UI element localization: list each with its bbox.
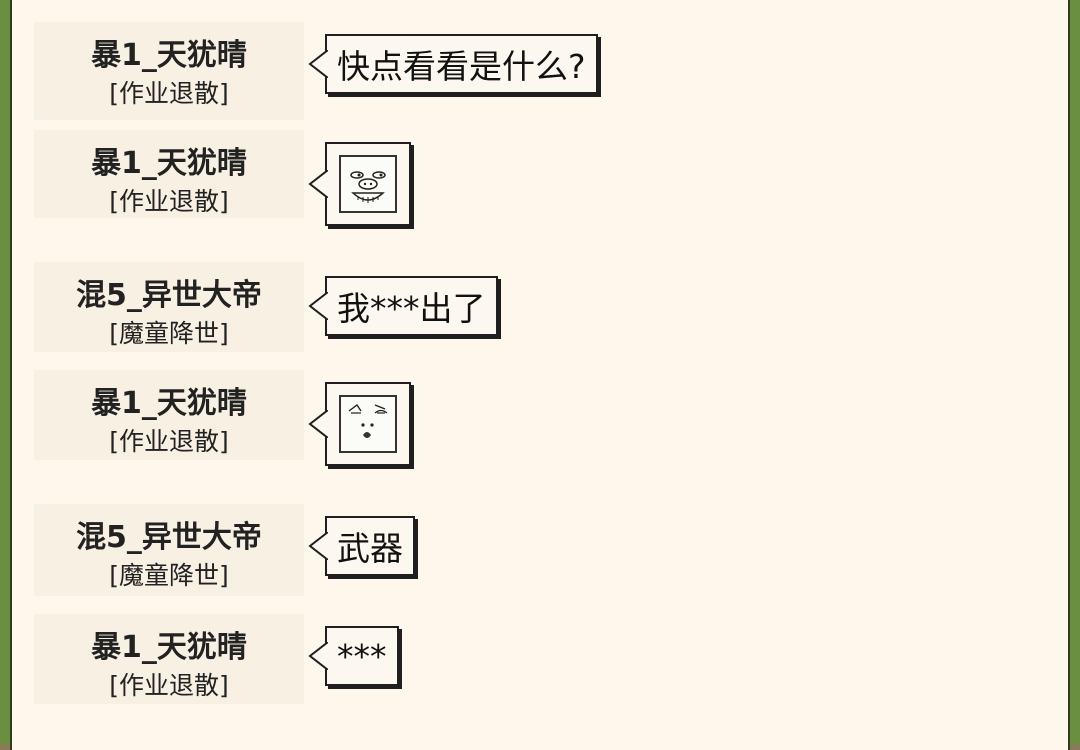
bubble-tail-icon bbox=[308, 642, 328, 670]
surprised-face-sticker-icon[interactable] bbox=[339, 395, 397, 453]
sender-name: 混5_异世大帝 bbox=[76, 520, 262, 555]
sender-name: 暴1_天犹晴 bbox=[91, 630, 247, 665]
sender-title: [作业退散] bbox=[109, 671, 229, 700]
sender-title: [作业退散] bbox=[109, 427, 229, 456]
message-bubble[interactable] bbox=[308, 142, 411, 226]
sender-name: 混5_异世大帝 bbox=[76, 278, 262, 313]
bubble-tail-icon bbox=[308, 170, 328, 198]
chat-message: 混5_异世大帝 [魔童降世] 我***出了 bbox=[12, 262, 712, 352]
chat-message: 暴1_天犹晴 [作业退散] bbox=[12, 370, 712, 466]
message-text: 快点看看是什么? bbox=[337, 47, 586, 86]
sender-info[interactable]: 混5_异世大帝 [魔童降世] bbox=[34, 504, 304, 596]
window-left-border bbox=[0, 0, 10, 744]
pig-laughing-sticker-icon[interactable] bbox=[339, 155, 397, 213]
window-right-border bbox=[1070, 0, 1080, 744]
chat-message: 暴1_天犹晴 [作业退散] bbox=[12, 130, 712, 226]
bubble-tail-icon bbox=[308, 532, 328, 560]
sender-info[interactable]: 暴1_天犹晴 [作业退散] bbox=[34, 370, 304, 460]
sender-info[interactable]: 混5_异世大帝 [魔童降世] bbox=[34, 262, 304, 352]
message-text: *** bbox=[337, 636, 387, 676]
message-text: 我***出了 bbox=[337, 289, 486, 328]
chat-message: 暴1_天犹晴 [作业退散] *** bbox=[12, 614, 712, 704]
sender-info[interactable]: 暴1_天犹晴 [作业退散] bbox=[34, 614, 304, 704]
chat-panel[interactable]: 暴1_天犹晴 [作业退散] 快点看看是什么? 暴1_天犹晴 [作业退散] bbox=[10, 0, 1070, 750]
sender-name: 暴1_天犹晴 bbox=[91, 146, 247, 181]
chat-message: 混5_异世大帝 [魔童降世] 武器 bbox=[12, 504, 712, 596]
bubble-tail-icon bbox=[308, 50, 328, 78]
chat-message: 暴1_天犹晴 [作业退散] 快点看看是什么? bbox=[12, 22, 712, 120]
message-bubble[interactable]: 武器 bbox=[308, 516, 415, 576]
message-bubble[interactable]: *** bbox=[308, 626, 399, 686]
sender-info[interactable]: 暴1_天犹晴 [作业退散] bbox=[34, 130, 304, 218]
bubble-tail-icon bbox=[308, 410, 328, 438]
sender-title: [魔童降世] bbox=[109, 319, 229, 348]
sender-info[interactable]: 暴1_天犹晴 [作业退散] bbox=[34, 22, 304, 120]
message-bubble[interactable]: 我***出了 bbox=[308, 276, 498, 336]
sender-name: 暴1_天犹晴 bbox=[91, 38, 247, 73]
message-bubble[interactable] bbox=[308, 382, 411, 466]
sender-title: [作业退散] bbox=[109, 79, 229, 108]
message-text: 武器 bbox=[337, 529, 403, 568]
bubble-tail-icon bbox=[308, 292, 328, 320]
sender-title: [魔童降世] bbox=[109, 561, 229, 590]
sender-name: 暴1_天犹晴 bbox=[91, 386, 247, 421]
message-bubble[interactable]: 快点看看是什么? bbox=[308, 34, 598, 94]
sender-title: [作业退散] bbox=[109, 187, 229, 216]
